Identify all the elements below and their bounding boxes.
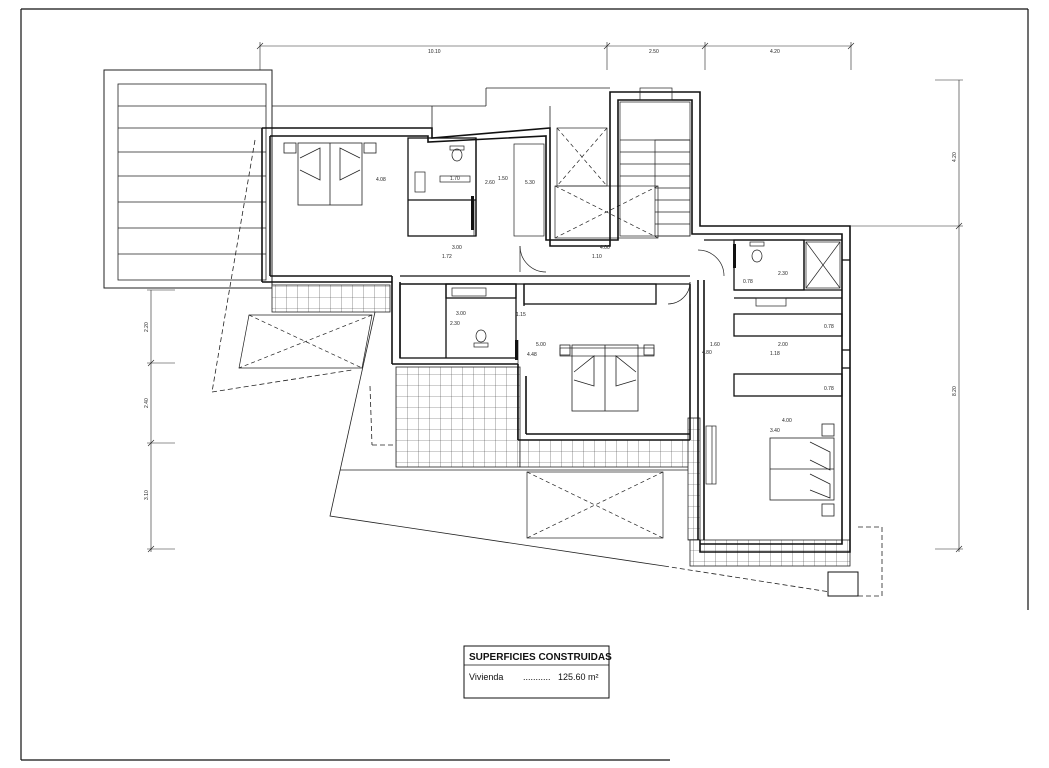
dim-right-2: 8.20: [952, 386, 958, 396]
bed-1: [283, 142, 377, 206]
dim-left-3: 3.10: [144, 490, 150, 500]
dim-bed3-e: 0.78: [824, 386, 834, 392]
staircase: [619, 87, 691, 237]
dim-hall-a: 4.00: [600, 245, 610, 251]
summary-table: SUPERFICIES CONSTRUIDAS Vivienda .......…: [463, 645, 612, 699]
summary-row-label: Vivienda: [469, 672, 503, 682]
bed-2: [559, 344, 655, 412]
bathroom-fixtures: [414, 143, 841, 357]
dimension-line-top: [256, 42, 855, 70]
dim-bed3-d: 0.78: [824, 324, 834, 330]
dim-bath1-c: 1.50: [498, 176, 508, 182]
terrace-outline: [329, 311, 690, 567]
sheet-frame: [20, 8, 1029, 761]
summary-table-title: SUPERFICIES CONSTRUIDAS: [469, 652, 612, 663]
dim-bed2-c: 4.80: [702, 350, 712, 356]
summary-row-value: 125.60 m²: [558, 672, 599, 682]
dim-left-1: 2.20: [144, 322, 150, 332]
dim-hall-b: 1.10: [592, 254, 602, 260]
dim-bed3-b: 2.00: [778, 342, 788, 348]
dim-bed2-d: 1.15: [516, 312, 526, 318]
pergola-block: [103, 69, 273, 289]
dim-top-2: 2.50: [649, 49, 659, 55]
interior-walls: [399, 137, 850, 397]
dim-bath1-b: 2.60: [485, 180, 495, 186]
dim-top-3: 4.20: [770, 49, 780, 55]
tiled-terraces: [271, 284, 851, 567]
dim-left-2: 2.40: [144, 398, 150, 408]
dim-bed2-b: 4.48: [527, 352, 537, 358]
roof-edges: [272, 87, 610, 128]
bed-3: [769, 423, 835, 517]
dim-bed4-b: 3.40: [770, 428, 780, 434]
dim-bath2-a: 3.00: [456, 311, 466, 317]
dim-bath1-d: 1.72: [442, 254, 452, 260]
dim-bath3-a: 2.30: [778, 271, 788, 277]
dim-bed3-a: 1.60: [710, 342, 720, 348]
dim-bath1-a: 1.70: [450, 176, 460, 182]
dimension-line-left: [147, 289, 175, 553]
wall-columns: [471, 196, 859, 597]
dimension-line-right: [850, 79, 963, 553]
open-voids: [238, 127, 664, 539]
dim-bed1-b: 3.00: [452, 245, 462, 251]
exterior-walls: [261, 91, 851, 553]
dim-bath2-b: 2.30: [450, 321, 460, 327]
dim-dress-a: 5.30: [525, 180, 535, 186]
dim-bed2-a: 5.00: [536, 342, 546, 348]
room-dimension-labels: 4.08 1.70 2.60 1.50 5.30 3.00 1.72 4.00 …: [376, 176, 834, 434]
dim-bed3-c: 1.18: [770, 351, 780, 357]
dim-top-1: 10.10: [428, 49, 441, 55]
dim-bed1-a: 4.08: [376, 177, 386, 183]
dim-bath3-b: 0.78: [743, 279, 753, 285]
dim-right-1: 4.20: [952, 152, 958, 162]
summary-row-dots: ...........: [523, 672, 551, 682]
dim-bed4-a: 4.00: [782, 418, 792, 424]
